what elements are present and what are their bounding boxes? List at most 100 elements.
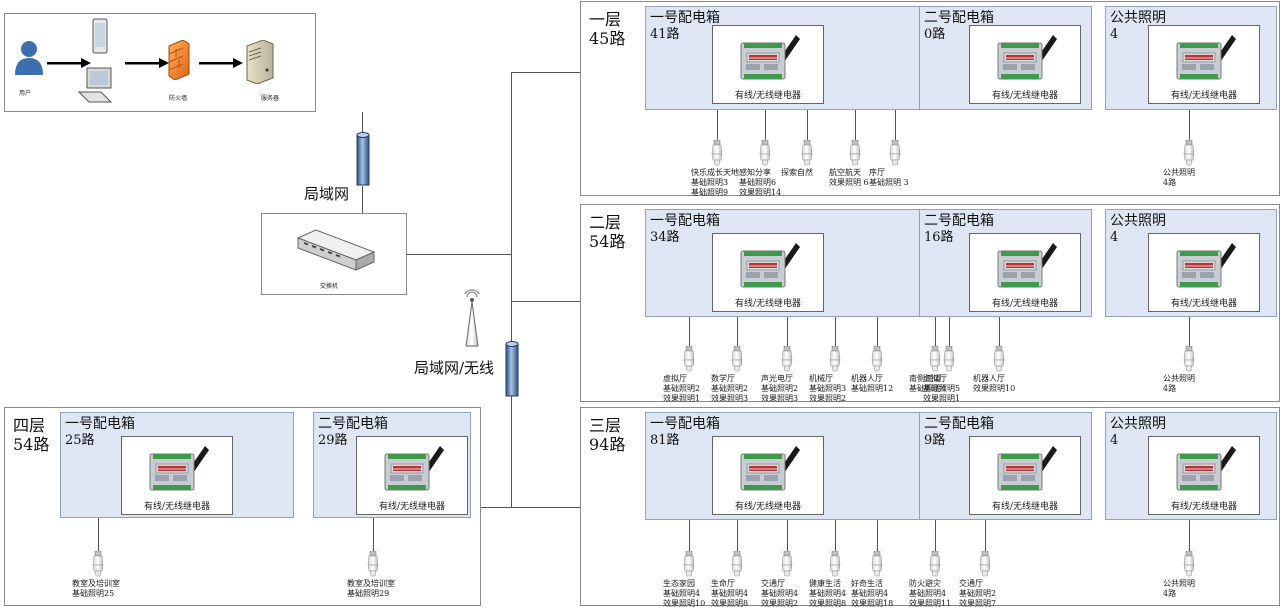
wire: [481, 507, 581, 508]
lan-wireless-label: 局域网/无线: [414, 359, 495, 377]
distribution-box-title: 二号配电箱: [924, 10, 994, 26]
light-bulb-icon: [759, 139, 771, 166]
light-bulb-icon: [871, 550, 883, 577]
distribution-box-title: 公共照明: [1110, 416, 1166, 432]
light-bulb-icon: [711, 139, 723, 166]
distribution-box-title: 公共照明: [1110, 10, 1166, 26]
relay-label: 有线/无线继电器: [1170, 299, 1238, 309]
lighting-circuit-label: 公共照明 4路: [1163, 374, 1195, 393]
feeder-wire: [835, 520, 836, 551]
network-topology-panel: 用户 防火墙 服务器: [4, 13, 316, 112]
light-bulb-icon: [979, 550, 991, 577]
floor-title: 二层 54路: [589, 213, 626, 251]
feeder-wire: [787, 317, 788, 346]
light-bulb-icon: [929, 550, 941, 577]
relay-module: 有线/无线继电器: [121, 436, 233, 515]
relay-icon: [1176, 33, 1236, 85]
distribution-box-title: 一号配电箱: [650, 10, 720, 26]
switch-label: 交换机: [320, 283, 339, 290]
relay-label: 有线/无线继电器: [734, 299, 802, 309]
feeder-wire: [1189, 317, 1190, 346]
lighting-circuit-label: 航空航天 效果照明 6: [829, 168, 869, 187]
circuit-count: 4: [1110, 230, 1119, 245]
lighting-circuit-label: 生态家园 基础照明4 效果照明10: [663, 579, 706, 608]
feeder-wire: [1189, 110, 1190, 140]
switch-icon: [296, 229, 376, 271]
feeder-wire: [765, 110, 766, 140]
lighting-circuit-label: 机器人厅 基础照明12: [851, 374, 894, 393]
circuit-count: 34路: [650, 230, 680, 245]
light-bulb-icon: [1183, 139, 1195, 166]
feeder-wire: [895, 110, 896, 140]
relay-module: 有线/无线继电器: [969, 25, 1081, 104]
relay-icon: [1176, 241, 1236, 293]
circuit-count: 16路: [924, 230, 954, 245]
distribution-box-title: 公共照明: [1110, 213, 1166, 229]
distribution-box-title: 一号配电箱: [65, 416, 135, 432]
lighting-circuit-label: 感知分享 基础照明6 效果照明14: [739, 168, 782, 197]
light-bulb-icon: [943, 345, 955, 372]
light-bulb-icon: [871, 345, 883, 372]
light-bulb-icon: [731, 550, 743, 577]
arrow-icon: [47, 58, 91, 68]
lighting-circuit-label: 声光电厅 基础照明2 效果照明3: [761, 374, 799, 403]
lan-connector-icon: [356, 132, 370, 186]
distribution-box-title: 一号配电箱: [650, 416, 720, 432]
lighting-circuit-label: 生命厅 基础照明4 效果照明8: [711, 579, 749, 608]
feeder-wire: [737, 520, 738, 551]
relay-label: 有线/无线继电器: [991, 91, 1059, 101]
relay-label: 有线/无线继电器: [991, 502, 1059, 512]
light-bulb-icon: [889, 139, 901, 166]
firewall-label: 防火墙: [169, 95, 188, 102]
feeder-wire: [855, 110, 856, 140]
feeder-wire: [1189, 520, 1190, 551]
relay-label: 有线/无线继电器: [991, 299, 1059, 309]
lighting-circuit-label: 交通厅 基础照明4 效果照明2: [761, 579, 799, 608]
lighting-circuit-label: 数学厅 基础照明2 效果照明3: [711, 374, 749, 403]
feeder-wire: [949, 317, 950, 346]
light-bulb-icon: [849, 139, 861, 166]
relay-icon: [384, 444, 444, 496]
lighting-circuit-label: 序厅 基础照明 3: [869, 168, 909, 187]
relay-icon: [740, 33, 800, 85]
floor-title: 四层 54路: [13, 416, 50, 454]
floor-title: 三层 94路: [589, 416, 626, 454]
relay-icon: [997, 33, 1057, 85]
distribution-box-title: 二号配电箱: [924, 213, 994, 229]
light-bulb-icon: [929, 345, 941, 372]
feeder-wire: [935, 520, 936, 551]
light-bulb-icon: [683, 550, 695, 577]
light-bulb-icon: [367, 550, 379, 577]
light-bulb-icon: [731, 345, 743, 372]
wireless-antenna-icon: [464, 289, 480, 347]
feeder-wire: [985, 520, 986, 551]
lighting-circuit-label: 好奇生活 基础照明4 效果照明18: [851, 579, 894, 608]
distribution-box-title: 一号配电箱: [650, 213, 720, 229]
relay-module: 有线/无线继电器: [712, 25, 824, 104]
feeder-wire: [807, 110, 808, 140]
relay-icon: [740, 444, 800, 496]
lighting-circuit-label: 健康生活 基础照明4 效果照明8: [809, 579, 847, 608]
lan-label: 局域网: [304, 185, 350, 203]
feeder-wire: [877, 520, 878, 551]
light-bulb-icon: [801, 139, 813, 166]
relay-module: 有线/无线继电器: [969, 233, 1081, 312]
feeder-wire: [98, 518, 99, 551]
relay-label: 有线/无线继电器: [734, 502, 802, 512]
server-icon: [246, 40, 274, 84]
lighting-circuit-label: 教室及培训室 基础照明29: [347, 579, 395, 598]
relay-module: 有线/无线继电器: [712, 436, 824, 515]
lighting-circuit-label: 机器人厅 效果照明10: [973, 374, 1016, 393]
lighting-circuit-label: 防火避灾 基础照明4 效果照明11: [909, 579, 952, 608]
light-bulb-icon: [781, 550, 793, 577]
feeder-wire: [835, 317, 836, 346]
lighting-circuit-label: 教室及培训室 基础照明25: [72, 579, 120, 598]
